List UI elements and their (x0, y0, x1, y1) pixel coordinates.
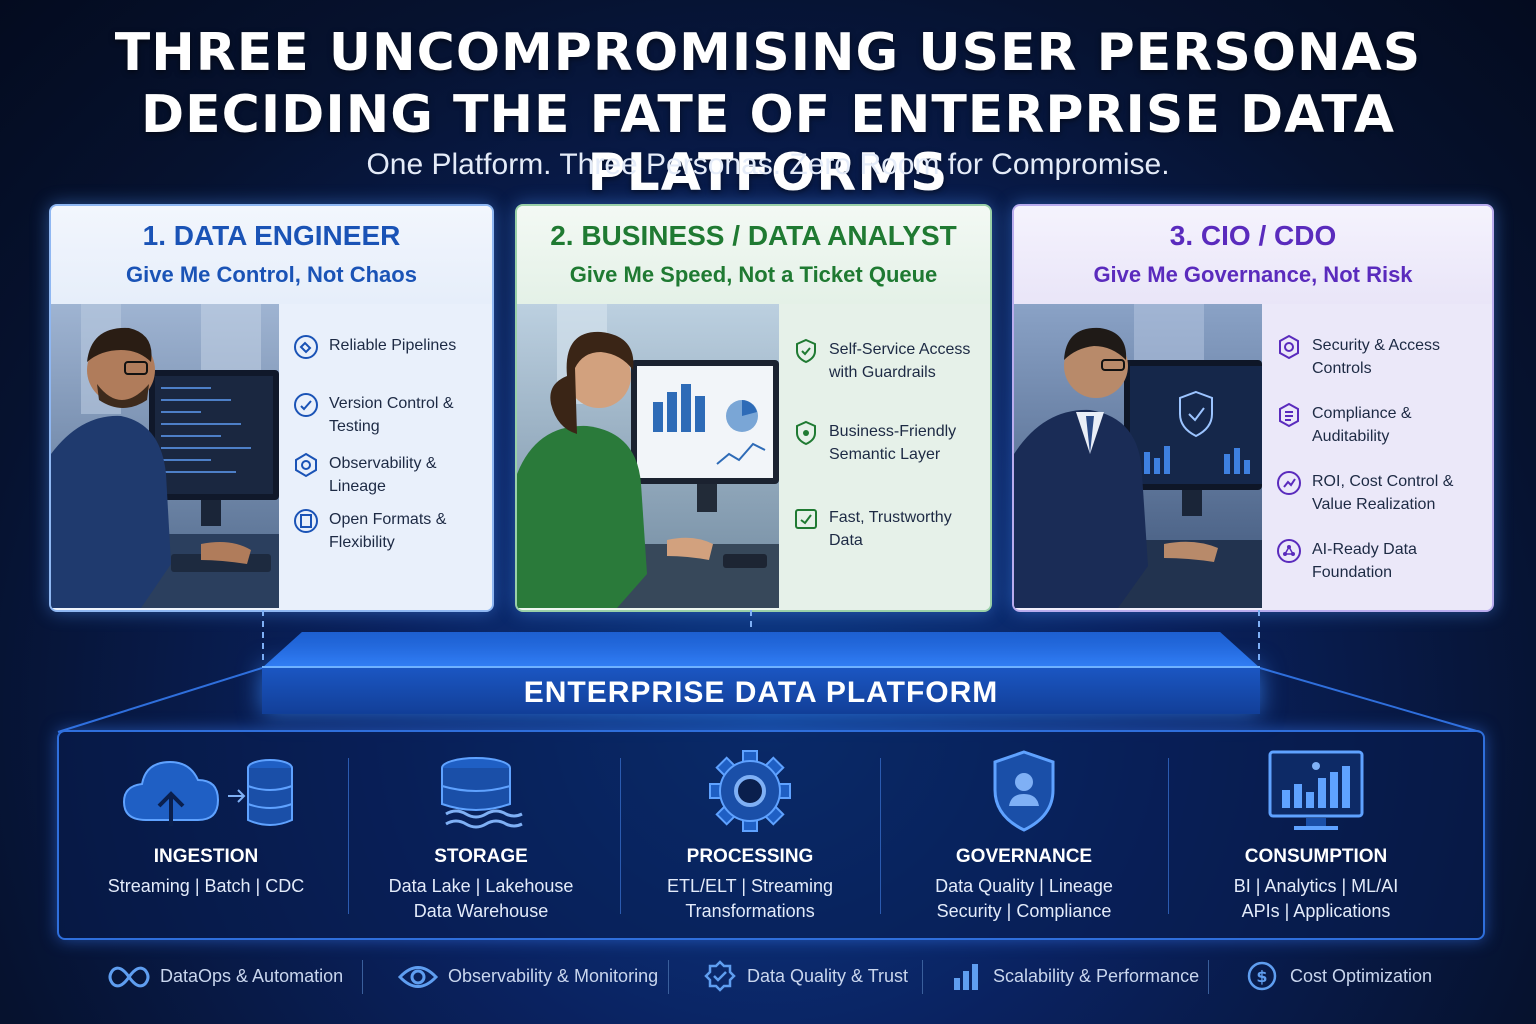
compliance-icon (1279, 402, 1299, 428)
badge-check-icon (704, 960, 736, 992)
title-line-1: THREE UNCOMPROMISING USER PERSONAS (114, 23, 1422, 83)
data-engineer-illustration (51, 304, 279, 610)
trustworthy-data-icon (795, 509, 817, 529)
semantic-layer-icon (796, 420, 816, 446)
pillar-scalability: Scalability & Performance (952, 960, 1202, 996)
roi-icon (1277, 471, 1301, 495)
title-line-2: DECIDING THE FATE OF ENTERPRISE DATA PLA… (140, 85, 1395, 203)
feature-label: Compliance & Auditability (1312, 405, 1412, 445)
feature-label: Security & Access Controls (1312, 337, 1441, 377)
shield-user-icon (993, 750, 1055, 832)
gear-icon (709, 750, 791, 832)
persona-card-cio-cdo: 3. CIO / CDO Give Me Governance, Not Ris… (1012, 204, 1494, 612)
divider (1168, 758, 1169, 914)
layer-detail: APIs | Applications (1241, 901, 1391, 921)
layer-detail: Security | Compliance (936, 901, 1112, 921)
layer-detail: Transformations (685, 901, 815, 921)
pillar-label: Observability & Monitoring (448, 966, 659, 986)
platform-banner: ENTERPRISE DATA PLATFORM (262, 666, 1260, 714)
cio-cdo-illustration (1014, 304, 1262, 610)
pillar-label: Data Quality & Trust (747, 966, 909, 986)
divider (668, 960, 669, 994)
eye-icon (398, 966, 438, 988)
dollar-icon: $ (1247, 961, 1277, 991)
feature-label: Reliable Pipelines (329, 337, 457, 354)
security-icon (1279, 334, 1299, 360)
lineage-icon (295, 452, 317, 478)
pillar-cost: $ Cost Optimization (1246, 960, 1446, 996)
layer-title: GOVERNANCE (955, 846, 1093, 867)
version-control-icon (294, 393, 318, 417)
feature-list: Security & Access Controls Compliance & … (1262, 304, 1492, 610)
pipeline-icon (294, 335, 318, 359)
cloud-database-icon (122, 759, 293, 826)
feature-label: Version Control & Testing (329, 395, 454, 435)
persona-card-data-engineer: 1. DATA ENGINEER Give Me Control, Not Ch… (49, 204, 494, 612)
subtitle: One Platform. Three Personas. Zero Room … (366, 148, 1170, 181)
feature-label: AI-Ready Data Foundation (1312, 541, 1417, 581)
feature-label: Business-Friendly Semantic Layer (829, 423, 957, 463)
bar-chart-icon (954, 964, 978, 990)
feature-label: Open Formats & Flexibility (329, 511, 447, 551)
platform-slant-lines (57, 667, 1481, 733)
open-formats-icon (294, 509, 318, 533)
layer-detail: ETL/ELT | Streaming (666, 876, 834, 896)
layer-title: STORAGE (434, 846, 528, 867)
ai-ready-icon (1277, 539, 1301, 563)
layer-title: INGESTION (153, 846, 259, 867)
connector-line (262, 610, 264, 660)
persona-tagline: Give Me Governance, Not Risk (1093, 262, 1413, 287)
persona-tagline: Give Me Speed, Not a Ticket Queue (569, 262, 938, 287)
layer-detail: Data Lake | Lakehouse (388, 876, 574, 896)
storage-icon (441, 757, 523, 829)
persona-title: 2. BUSINESS / DATA ANALYST (550, 220, 957, 251)
self-service-shield-icon (796, 338, 816, 364)
layer-detail: BI | Analytics | ML/AI (1233, 876, 1399, 896)
platform-label: ENTERPRISE DATA PLATFORM (523, 676, 999, 709)
business-analyst-illustration (517, 304, 779, 610)
divider (348, 758, 349, 914)
feature-label: Observability & Lineage (329, 455, 437, 495)
pillar-dataops: DataOps & Automation (106, 960, 356, 996)
layer-title: CONSUMPTION (1244, 846, 1388, 867)
feature-label: Fast, Trustworthy Data (829, 509, 952, 549)
feature-label: Self-Service Access with Guardrails (829, 341, 971, 381)
feature-list: Reliable Pipelines Version Control & Tes… (279, 304, 492, 610)
platform-top-surface (262, 632, 1260, 668)
divider (1208, 960, 1209, 994)
layer-detail: Data Quality | Lineage (935, 876, 1113, 896)
svg-text:$: $ (1256, 967, 1267, 986)
pillar-data-quality: Data Quality & Trust (704, 960, 914, 996)
feature-label: ROI, Cost Control & Value Realization (1312, 473, 1454, 513)
persona-title: 3. CIO / CDO (1169, 220, 1337, 251)
dashboard-monitor-icon (1268, 750, 1364, 830)
persona-title: 1. DATA ENGINEER (142, 220, 401, 251)
feature-list: Self-Service Access with Guardrails Busi… (779, 304, 990, 610)
persona-card-business-analyst: 2. BUSINESS / DATA ANALYST Give Me Speed… (515, 204, 992, 612)
layer-detail: Streaming | Batch | CDC (107, 876, 305, 896)
layer-detail: Data Warehouse (413, 901, 549, 921)
divider (880, 758, 881, 914)
divider (362, 960, 363, 994)
layer-title: PROCESSING (686, 846, 814, 867)
pillar-label: Cost Optimization (1290, 966, 1433, 986)
divider (922, 960, 923, 994)
persona-tagline: Give Me Control, Not Chaos (126, 262, 417, 287)
infinity-icon (108, 966, 150, 988)
pillar-label: Scalability & Performance (993, 966, 1200, 986)
pillar-label: DataOps & Automation (160, 966, 344, 986)
connector-line (1258, 610, 1260, 660)
divider (620, 758, 621, 914)
pillar-observability: Observability & Monitoring (398, 960, 658, 996)
